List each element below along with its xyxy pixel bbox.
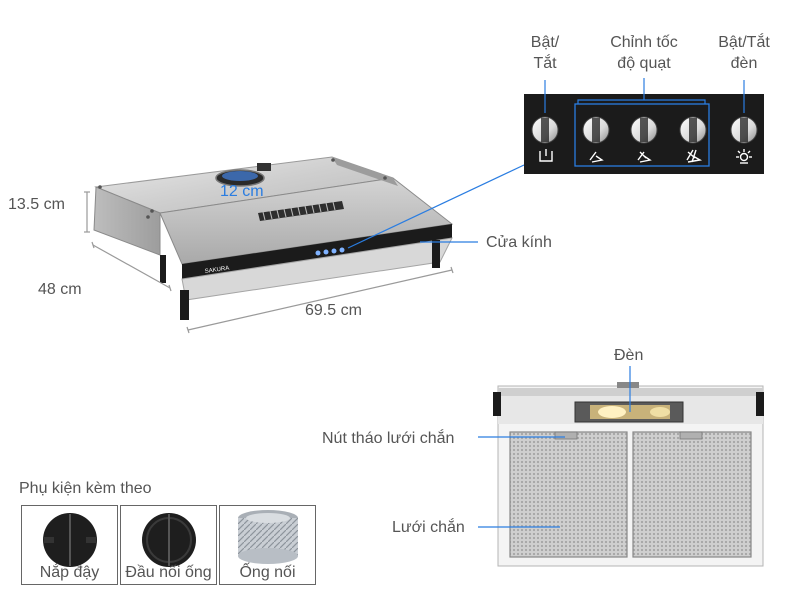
- light-knob: [730, 116, 758, 144]
- dimension-lines: [84, 191, 454, 334]
- duct-dimension: 12 cm: [220, 183, 264, 200]
- fan-knob-1: [582, 116, 610, 144]
- fan-knob-2: [630, 116, 658, 144]
- filter-release-label: Nút tháo lưới chắn: [322, 430, 455, 447]
- range-hood-illustration: SAKURA: [93, 156, 454, 320]
- fan-low-icon: [589, 151, 604, 163]
- connector-illustration: [142, 513, 196, 567]
- light-bulb-icon: [736, 149, 752, 164]
- filter-label: Lưới chắn: [392, 519, 465, 536]
- hood-underside: [493, 382, 764, 567]
- accessory-label: Nắp đậy: [39, 564, 100, 581]
- fan-knob-3: [679, 116, 707, 144]
- light-label: Đèn: [614, 347, 644, 364]
- power-knob: [531, 116, 559, 144]
- brand-logo: SAKURA: [204, 266, 229, 275]
- vent-slots: [258, 201, 344, 221]
- height-dimension: 13.5 cm: [8, 196, 65, 213]
- accessory-duct-pipe: Ống nối: [219, 505, 316, 585]
- accessories-title: Phụ kiện kèm theo: [19, 480, 152, 497]
- fan-medium-icon: [637, 151, 652, 163]
- panel-leader: [347, 164, 525, 249]
- depth-dimension: 48 cm: [38, 281, 82, 298]
- cap-illustration: [43, 513, 97, 567]
- accessory-connector: Đầu nối ống: [120, 505, 217, 585]
- power-icon: [539, 149, 553, 162]
- power-label: Bật/ Tắt: [530, 34, 560, 72]
- accessory-label: Đầu nối ống: [125, 564, 212, 581]
- duct-pipe-illustration: [238, 510, 298, 564]
- fan-speed-label: Chỉnh tốc độ quạt: [610, 34, 678, 72]
- hood-buttons: [315, 247, 345, 256]
- accessory-label: Ống nối: [239, 564, 296, 581]
- accessory-cap: Nắp đậy: [21, 505, 118, 585]
- width-dimension: 69.5 cm: [305, 302, 362, 319]
- light-toggle-label: Bật/Tắt đèn: [718, 34, 770, 72]
- fan-high-icon: [686, 149, 703, 163]
- control-panel: [524, 78, 764, 174]
- glass-label: Cửa kính: [486, 234, 552, 251]
